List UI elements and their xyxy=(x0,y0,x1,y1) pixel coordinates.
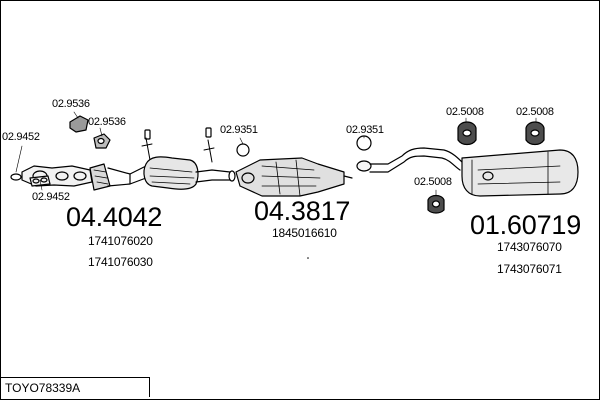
label-02-9351-a: 02.9351 xyxy=(220,124,258,136)
rear-silencer-part[interactable] xyxy=(356,147,579,197)
label-02-9536-b: 02.9536 xyxy=(88,116,126,128)
label-02-9452-a: 02.9452 xyxy=(2,131,40,143)
label-02-9536-a: 02.9536 xyxy=(52,98,90,110)
ring-02-9351-a[interactable] xyxy=(236,143,250,157)
catalytic-converter-part[interactable] xyxy=(235,157,353,197)
label-02-5008-a: 02.5008 xyxy=(446,106,484,118)
oe-number-front-pipe-2: 1741076030 xyxy=(88,255,153,269)
gasket-02-9536-b[interactable] xyxy=(93,133,111,149)
label-02-5008-c: 02.5008 xyxy=(414,176,452,188)
stray-dot xyxy=(307,257,309,259)
label-02-9351-b: 02.9351 xyxy=(346,124,384,136)
oe-number-rear-silencer-1: 1743076070 xyxy=(497,240,562,254)
label-02-5008-b: 02.5008 xyxy=(516,106,554,118)
part-number-front-pipe: 04.4042 xyxy=(66,202,163,232)
diagram-code: TOYO78339A xyxy=(5,381,81,395)
oe-number-catalytic-converter-1: 1845016610 xyxy=(272,226,337,240)
front-catalyst-part[interactable] xyxy=(143,127,236,190)
hanger-02-5008-b[interactable] xyxy=(525,121,545,146)
gasket-02-9536-a[interactable] xyxy=(69,115,89,133)
diagram-code-box: TOYO78339A xyxy=(0,377,150,397)
part-number-catalytic-converter: 04.3817 xyxy=(254,196,351,226)
hanger-02-5008-a[interactable] xyxy=(457,121,477,146)
oe-number-front-pipe-1: 1741076020 xyxy=(88,234,153,248)
oe-number-rear-silencer-2: 1743076071 xyxy=(497,262,562,276)
part-number-rear-silencer: 01.60719 xyxy=(470,210,582,240)
hanger-02-5008-c[interactable] xyxy=(427,194,445,214)
label-02-9452-b: 02.9452 xyxy=(32,191,70,203)
gasket-02-9452-a[interactable] xyxy=(10,173,22,181)
